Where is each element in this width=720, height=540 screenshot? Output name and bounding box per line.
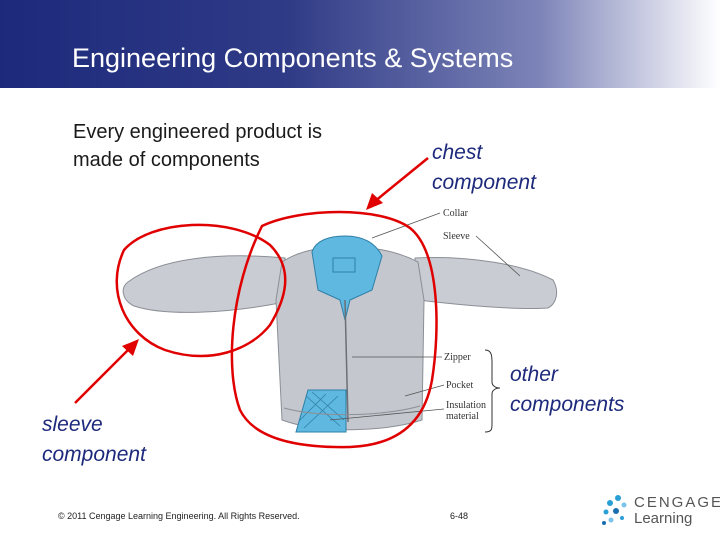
other-components-label: other components [510, 360, 624, 420]
left-sleeve-shape [122, 255, 286, 313]
sleeve-component-label: sleeve component [42, 410, 146, 470]
insulation-label: Insulation material [446, 400, 486, 422]
pocket-leader [404, 384, 445, 397]
collar-tag [332, 257, 356, 273]
body-text: Every engineered product is made of comp… [73, 118, 403, 174]
insulation-leader [329, 408, 445, 421]
chest-arrow-head [366, 193, 383, 210]
sleeve-arrow-line [74, 347, 131, 404]
chest-label-line-1: chest [432, 141, 483, 164]
cengage-logo-icon [602, 495, 627, 525]
title-bar [0, 0, 720, 88]
other-label-line-2: components [510, 393, 625, 416]
collar-label: Collar [443, 208, 468, 219]
sleeve-circle [115, 223, 287, 358]
chest-label-line-2: component [432, 171, 536, 194]
logo-text-top: CENGAGE [634, 494, 720, 511]
other-components-brace [484, 349, 501, 433]
sleeve-leader [475, 235, 521, 277]
sleeve-label: Sleeve [443, 231, 470, 242]
other-label-line-1: other [510, 363, 558, 386]
slide-title: Engineering Components & Systems [72, 43, 514, 73]
sleeve-arrow-head [122, 339, 139, 356]
body-line-2: made of components [73, 149, 260, 171]
hem-line [283, 405, 421, 416]
sleeve-label-line-2: component [42, 443, 146, 466]
chest-circle [230, 210, 438, 449]
zipper-line [344, 299, 349, 423]
body-line-1: Every engineered product is [73, 121, 323, 143]
sleeve-label-line-1: sleeve [42, 413, 103, 436]
insulation-mesh [299, 391, 345, 429]
cengage-logo: CENGAGE Learning [598, 490, 720, 530]
insulation-line-1: Insulation [446, 400, 486, 411]
footer-copyright: © 2011 Cengage Learning Engineering. All… [58, 511, 300, 521]
pocket-label: Pocket [446, 380, 474, 391]
right-sleeve-shape [414, 257, 558, 309]
logo-text-bottom: Learning [634, 510, 693, 527]
chest-component-label: chest component [432, 138, 536, 198]
insulation-line-2: material [446, 411, 479, 422]
collar-shape [311, 235, 383, 321]
zipper-label: Zipper [444, 352, 471, 363]
footer-page-number: 6-48 [450, 511, 469, 521]
chest-arrow-line [373, 157, 429, 203]
